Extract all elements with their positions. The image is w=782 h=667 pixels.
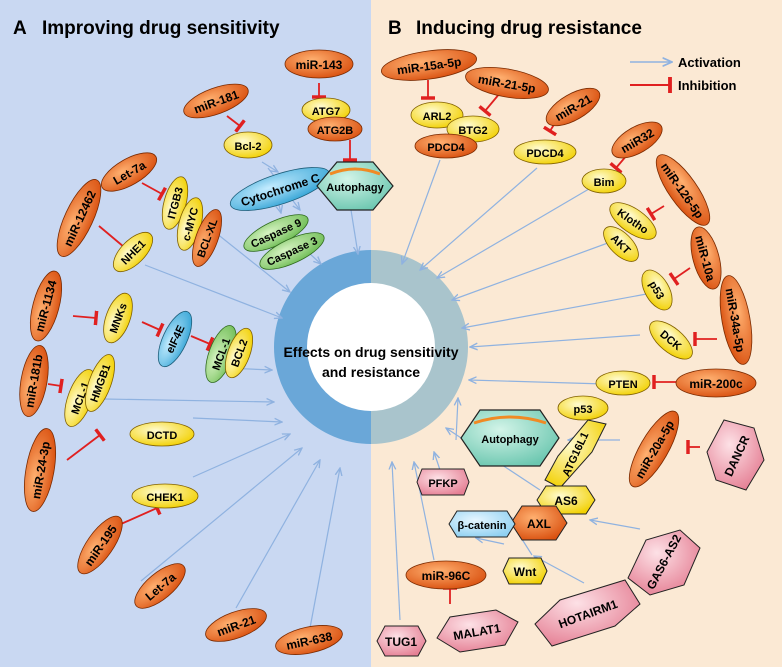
- tug1-label: TUG1: [385, 635, 417, 649]
- wnt-label: Wnt: [514, 565, 537, 579]
- let7a-top-node: [100, 152, 158, 192]
- mir181b-node: [19, 345, 49, 417]
- malat1-node: [436, 609, 519, 653]
- autophagy-right-node: [460, 409, 560, 467]
- pdcd4-a-label: PDCD4: [427, 142, 465, 154]
- hmgb1-node: [85, 354, 115, 412]
- mir638-node: [275, 625, 343, 655]
- dancr-node: [706, 419, 765, 491]
- chek1-node: [131, 483, 199, 509]
- bcl2-label: Bcl-2: [235, 141, 262, 153]
- mir96c-label: miR-96C: [422, 569, 471, 583]
- panel-a-letter: A: [13, 18, 27, 39]
- cytc-to-caspase-arrow: [279, 205, 281, 213]
- dctd-node: [129, 421, 195, 447]
- mir32-node: [611, 121, 663, 159]
- p53-b-label: p53: [574, 404, 593, 416]
- pten-label: PTEN: [608, 379, 637, 391]
- bim-node: [581, 168, 627, 194]
- mir200c-label: miR-200c: [689, 377, 743, 391]
- autophagy-left-label: Autophagy: [326, 182, 384, 194]
- mir21-right-node: [545, 87, 601, 127]
- axl-node: [510, 505, 568, 541]
- nhe1-node: [112, 231, 154, 273]
- autophagy-left-node: [316, 161, 394, 211]
- mir96c-node: [405, 560, 487, 590]
- mir12462-node: [56, 179, 102, 257]
- pfkp-node: [416, 468, 470, 496]
- mir15a-5p-node: [381, 49, 477, 81]
- bim-label: Bim: [594, 177, 615, 189]
- bcl2-b-node: [224, 327, 254, 379]
- pdcd4-b-node: [513, 139, 577, 165]
- bcl2-node: [223, 131, 273, 159]
- wnt-node: [502, 557, 548, 585]
- autophagy-right-label: Autophagy: [481, 434, 539, 446]
- tug1-node: [376, 625, 427, 657]
- mir10a-node: [690, 226, 722, 290]
- panel-b-title: Inducing drug resistance: [416, 18, 642, 39]
- btg2-label: BTG2: [458, 125, 487, 137]
- mir181-node: [183, 83, 249, 119]
- dck-node: [649, 320, 693, 360]
- chek1-label: CHEK1: [146, 492, 183, 504]
- beta-catenin-label: β-catenin: [458, 520, 507, 532]
- mir1134-node: [29, 270, 63, 342]
- beta-catenin-node: [448, 510, 516, 538]
- p53-b-node: [557, 395, 609, 421]
- bclxl-node: [192, 209, 222, 267]
- mir24-3p-node: [24, 428, 56, 512]
- mir143-label: miR-143: [296, 58, 343, 72]
- center-ring-left: [274, 250, 371, 444]
- mir21-5p-node: [465, 67, 549, 99]
- dctd-label: DCTD: [147, 430, 178, 442]
- eif4e-node: [157, 310, 193, 368]
- center-ring-right: [371, 250, 468, 444]
- bcl2-to-cytc-arrow: [261, 161, 278, 172]
- mir126-5p-node: [655, 154, 711, 226]
- pdcd4-b-label: PDCD4: [526, 148, 564, 160]
- center-label-line1: Effects on drug sensitivity: [283, 344, 458, 360]
- atg2b-label: ATG2B: [317, 125, 354, 137]
- atg7-label: ATG7: [312, 106, 341, 118]
- arl2-label: ARL2: [423, 111, 452, 123]
- akt-node: [603, 226, 639, 262]
- mir20a-5p-node: [628, 410, 680, 488]
- klotho-node: [609, 202, 657, 240]
- pfkp-label: PFKP: [428, 478, 457, 490]
- panel-b-letter: B: [388, 18, 402, 39]
- pten-node: [595, 370, 651, 396]
- center-core: [307, 283, 435, 411]
- let7a-bottom-node: [134, 563, 186, 609]
- autophagy-right-glyph: [473, 415, 547, 425]
- mir34a-5p-node: [719, 275, 753, 365]
- mir143-node: [284, 49, 354, 79]
- mir195-node: [77, 515, 123, 575]
- atg2b-node: [307, 116, 363, 142]
- as6-label: AS6: [554, 494, 578, 508]
- panel-a-title: Improving drug sensitivity: [42, 18, 280, 39]
- p53-a-node: [641, 269, 673, 311]
- legend-activation-label: Activation: [678, 55, 741, 70]
- pdcd4-a-node: [414, 133, 478, 159]
- mir200c-node: [675, 368, 757, 398]
- gas6-as2-node: [627, 529, 701, 596]
- caspase3-node: [259, 232, 325, 270]
- legend-inhibition-label: Inhibition: [678, 78, 737, 93]
- autophagy-left-glyph: [329, 167, 381, 176]
- mnks-node: [103, 292, 133, 344]
- axl-label: AXL: [527, 517, 551, 531]
- arl2-node: [410, 101, 464, 129]
- left-activation-arrows: [103, 167, 358, 629]
- hotairm1-node: [534, 579, 641, 647]
- mir21-left-node: [205, 608, 267, 642]
- center-label-line2: and resistance: [322, 364, 420, 380]
